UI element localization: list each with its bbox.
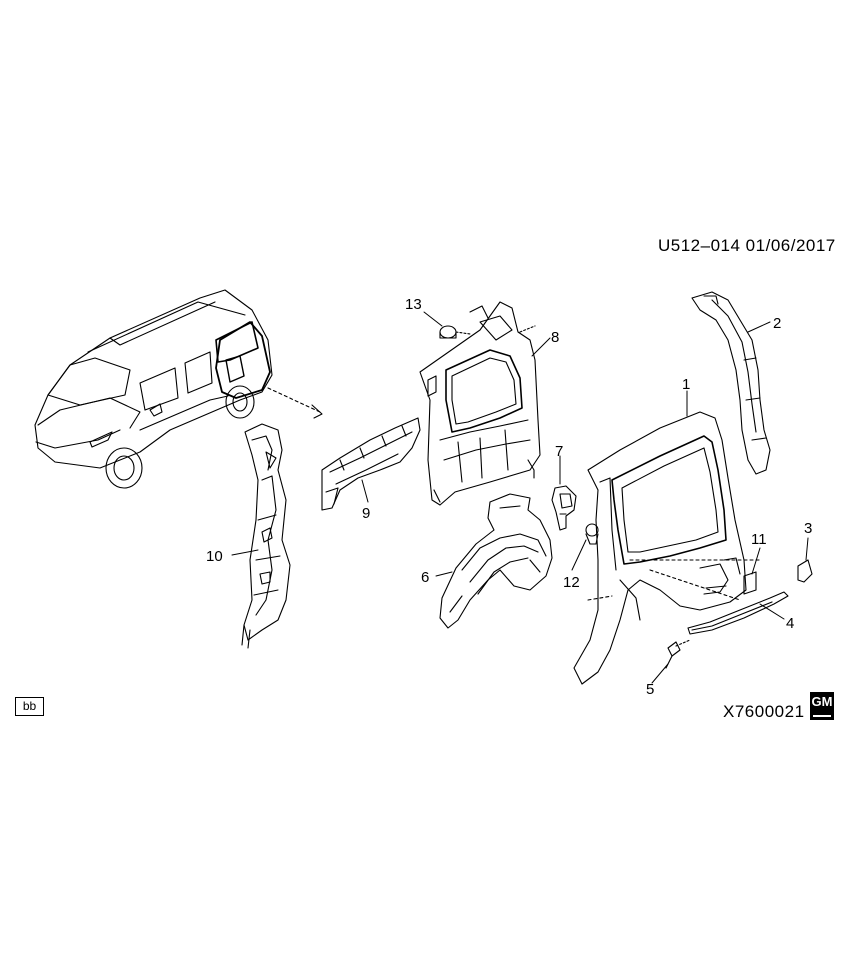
leader-10 [231,549,259,556]
callout-4: 4 [786,615,794,632]
part-2-drawing [691,291,771,475]
callout-6: 6 [421,569,429,586]
leader-4 [759,603,785,620]
callout-8: 8 [551,329,559,346]
document-id: U512–014 01/06/2017 [658,236,836,255]
leader-9 [361,479,369,503]
callout-3: 3 [804,520,812,537]
gm-logo-underline [813,715,831,717]
callout-5: 5 [646,681,654,698]
callout-labels: 1 2 3 4 5 6 7 8 9 10 11 12 13 [206,296,812,698]
part-5-drawing [665,639,691,669]
leader-12 [571,539,587,571]
gm-logo-text: GM [811,694,833,709]
callout-10: 10 [206,548,223,565]
part-4-drawing [687,591,789,635]
part-6-drawing [439,493,553,629]
part-9-drawing [321,417,421,511]
leader-11 [751,547,761,575]
leader-5 [651,663,669,684]
part-10-drawing [241,423,291,649]
leader-2 [747,321,771,333]
variant-badge: bb [15,697,44,716]
callout-2: 2 [773,315,781,332]
callout-13: 13 [405,296,422,313]
gm-logo-icon: GM [810,692,834,720]
callout-12: 12 [563,574,580,591]
leader-6 [435,571,453,577]
callout-1: 1 [682,376,690,393]
callout-11: 11 [751,531,767,548]
leader-lines [231,311,809,684]
callout-9: 9 [362,505,370,522]
part-1-drawing [573,411,761,685]
part-8-drawing [419,301,541,506]
leader-13 [423,311,443,327]
leader-8 [531,337,551,357]
callout-7: 7 [555,443,563,460]
part-13-drawing [439,325,471,339]
illustration-number: X7600021 [723,702,805,721]
van-overview-illustration [34,289,323,489]
part-3-drawing [797,559,813,583]
leader-3 [805,537,809,561]
part-7-drawing [551,485,577,531]
